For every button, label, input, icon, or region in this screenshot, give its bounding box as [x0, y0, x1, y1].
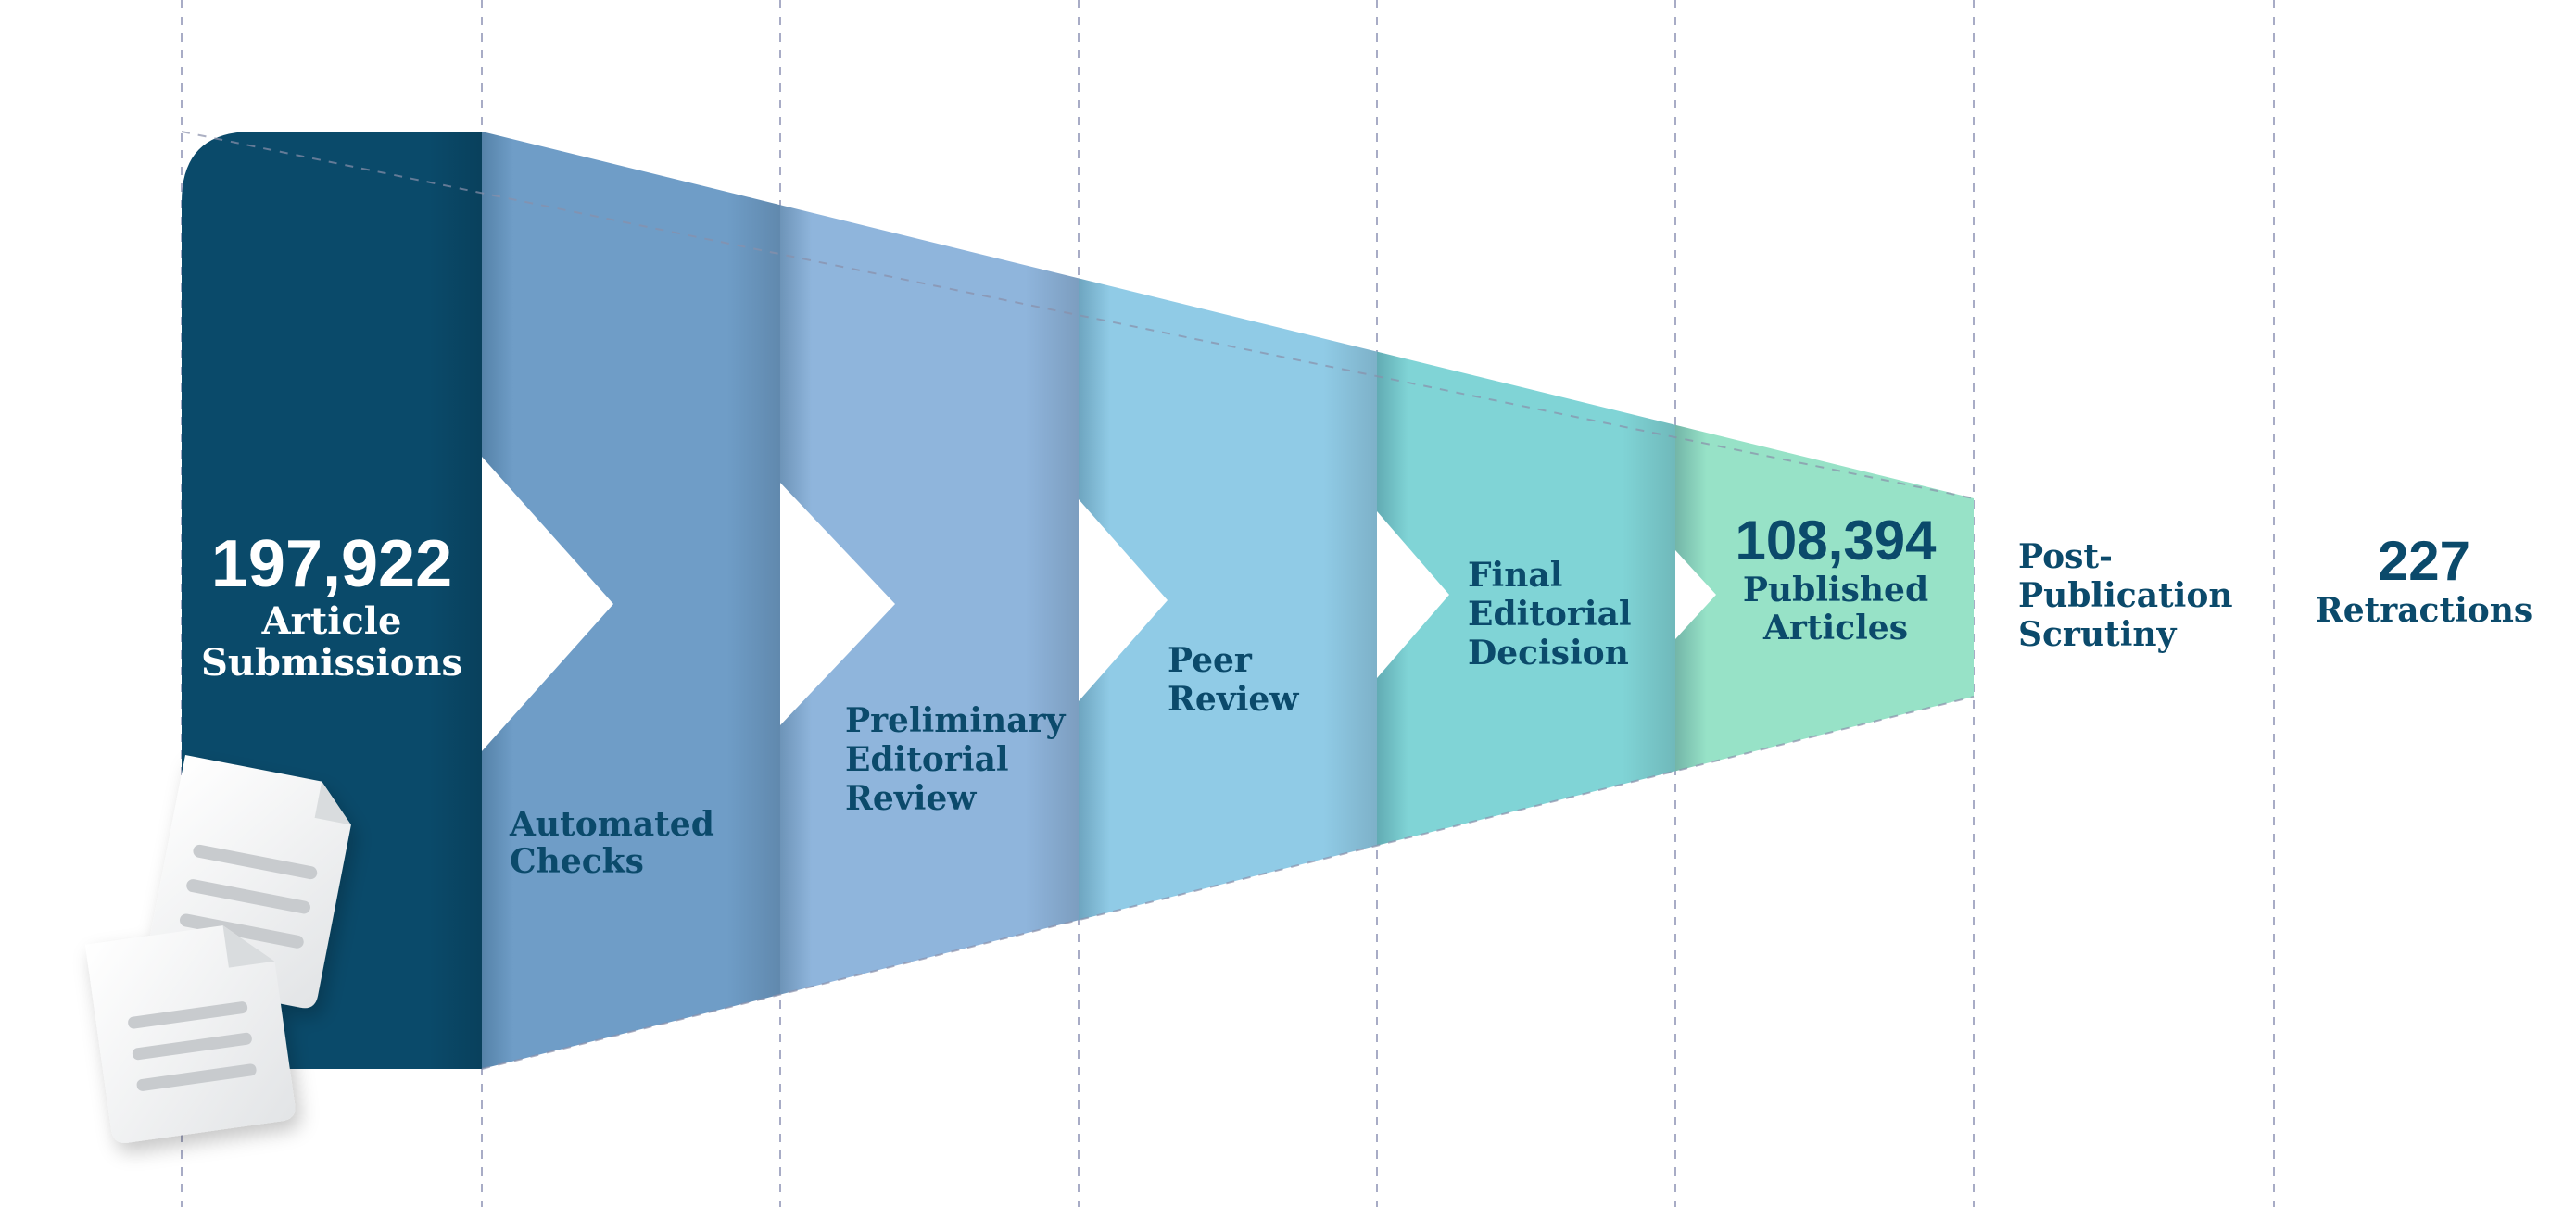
automated-checks-line-2: Checks [510, 842, 644, 882]
preliminary-review-line-3: Review [845, 779, 977, 819]
chevron-arrow-icon [1377, 511, 1449, 678]
preliminary-review-line-1: Preliminary [845, 701, 1066, 740]
submissions-line-1: Article [261, 599, 402, 644]
chevron-arrow-icon [1079, 499, 1168, 701]
funnel-outline [181, 131, 1975, 1070]
final-decision-line-1: Final [1468, 556, 1563, 595]
submissions-count: 197,922 [210, 527, 453, 601]
final-decision-line-3: Decision [1468, 634, 1629, 673]
stage-retractions-label: 227 Retractions [2276, 530, 2572, 630]
band-automated-checks [482, 132, 780, 1069]
stage-published-label: 108,394 Published Articles [1711, 509, 1961, 647]
funnel-bands [182, 132, 1974, 1069]
stage-post-publication-label: Post- Publication Scrutiny [2018, 537, 2233, 654]
outline-bottom [481, 696, 1975, 1070]
chevron-arrow-icon [482, 457, 613, 751]
document-stack-icon [85, 755, 351, 1143]
outline-top [181, 131, 1975, 499]
published-line-2: Articles [1763, 608, 1908, 648]
automated-checks-line-1: Automated [510, 805, 714, 844]
submissions-line-2: Submissions [201, 640, 462, 685]
published-line-1: Published [1742, 571, 1929, 610]
post-publication-line-1: Post- [2018, 537, 2113, 576]
stage-submissions-label: 197,922 Article Submissions [182, 527, 482, 685]
peer-review-line-1: Peer [1168, 641, 1252, 680]
stage-peer-review-label: Peer Review [1168, 641, 1298, 719]
retractions-line-1: Retractions [2315, 591, 2533, 631]
stage-preliminary-review-label: Preliminary Editorial Review [845, 701, 1065, 818]
band-final-decision [1377, 351, 1675, 846]
post-publication-line-3: Scrutiny [2018, 615, 2177, 655]
stage-final-decision-label: Final Editorial Decision [1468, 556, 1632, 673]
band-peer-review [1079, 278, 1377, 921]
stage-automated-checks-label: Automated Checks [510, 806, 714, 881]
preliminary-review-line-2: Editorial [845, 740, 1009, 780]
peer-review-line-2: Review [1168, 680, 1299, 720]
band-preliminary-review [780, 205, 1079, 995]
final-decision-line-2: Editorial [1468, 595, 1632, 635]
chevron-arrow-icon [1675, 550, 1716, 639]
retractions-count: 227 [2377, 530, 2471, 592]
chevron-arrows [482, 457, 1716, 751]
chevron-arrow-icon [780, 483, 895, 725]
post-publication-line-2: Publication [2018, 576, 2233, 616]
published-count: 108,394 [1735, 509, 1937, 572]
